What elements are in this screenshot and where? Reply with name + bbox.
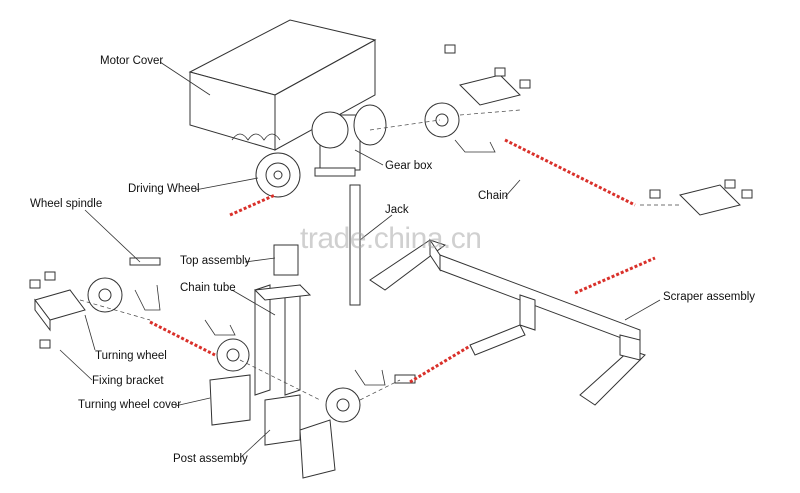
label-jack: Jack xyxy=(385,204,409,216)
gear-box-part xyxy=(311,104,387,177)
label-leader-lines xyxy=(59,61,661,459)
label-turning-wheel: Turning wheel xyxy=(95,350,167,362)
label-driving-wheel: Driving Wheel xyxy=(128,183,200,195)
label-fixing-bracket: Fixing bracket xyxy=(92,375,164,387)
post-assembly-part xyxy=(209,244,336,479)
wheel-spindle-part xyxy=(129,257,161,266)
label-post-assembly: Post assembly xyxy=(173,453,248,465)
chain-segments xyxy=(149,138,656,384)
label-chain-tube: Chain tube xyxy=(180,282,236,294)
label-top-assembly: Top assembly xyxy=(180,255,251,267)
label-chain: Chain xyxy=(478,190,509,202)
watermark: trade.china.cn xyxy=(300,222,482,255)
assembly-guide-lines xyxy=(79,109,680,401)
turning-wheel-parts xyxy=(87,102,460,423)
label-motor-cover: Motor Cover xyxy=(100,55,164,67)
fixing-bracket-parts xyxy=(29,44,753,386)
label-scraper-assembly: Scraper assembly xyxy=(663,291,756,303)
label-gear-box: Gear box xyxy=(385,160,433,172)
driving-wheel-part xyxy=(255,152,301,198)
scraper-assembly-part xyxy=(369,238,646,406)
label-wheel-spindle: Wheel spindle xyxy=(30,198,103,210)
label-turning-wheel-cover: Turning wheel cover xyxy=(78,399,182,411)
motor-cover-part xyxy=(188,19,377,151)
jack-part xyxy=(349,184,361,306)
